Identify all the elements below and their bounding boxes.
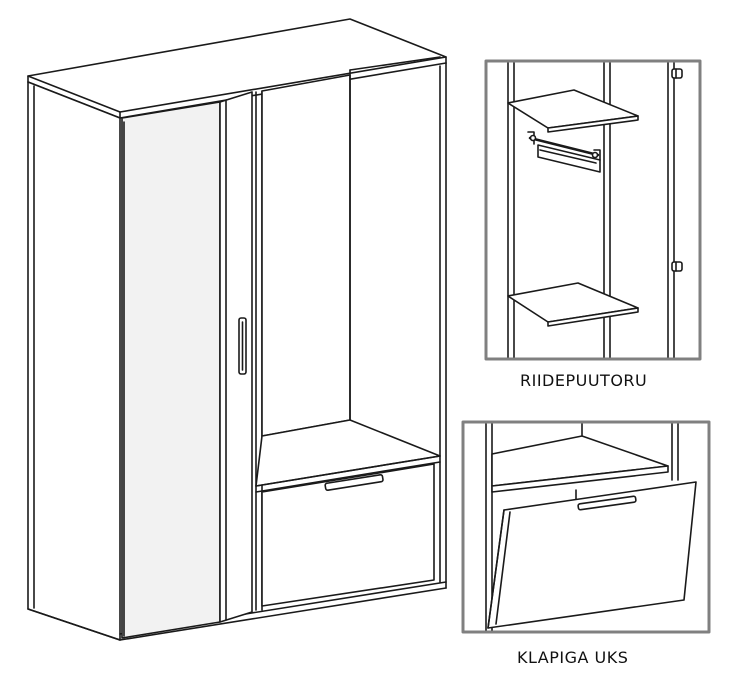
detail-hanging-rail [484,59,702,361]
flap-handle [324,473,384,491]
wardrobe [27,18,447,641]
caption-hanging-rail: RIIDEPUUTORU [520,371,648,390]
hinge-peg-top [671,68,683,79]
detail-flap-door [461,420,711,634]
wardrobe-left-door [121,101,221,639]
caption-flap-door: KLAPIGA UKS [517,648,629,667]
hanging-rail [528,136,600,157]
flap-door-handle [577,495,637,511]
rail-bracket-right [591,151,599,159]
open-compartment-back [261,74,351,437]
wardrobe-left-side [27,81,121,641]
flap-drawer-front [261,463,435,607]
rail-bracket-left [529,134,537,142]
hinge-peg-bottom [671,261,683,272]
